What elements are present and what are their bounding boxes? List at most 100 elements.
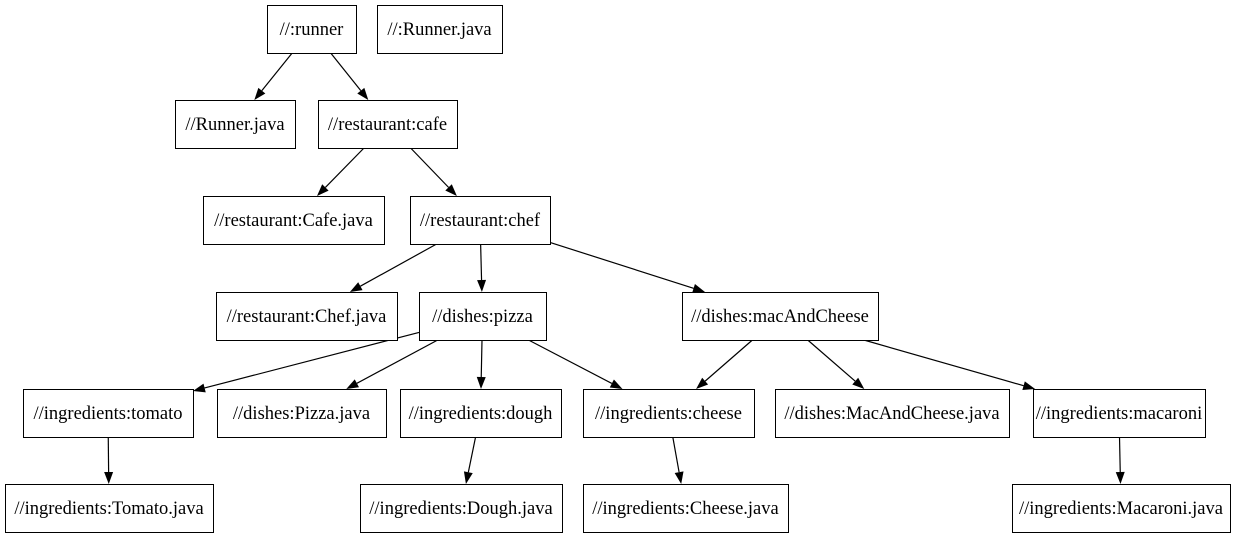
graph-node-pizza-java: //dishes:Pizza.java	[217, 389, 387, 438]
node-box	[203, 196, 385, 245]
node-box	[217, 389, 387, 438]
node-label: //:Runner.java	[387, 20, 491, 40]
graph-node-pizza: //dishes:pizza	[419, 292, 547, 341]
graph-node-macaroni: //ingredients:macaroni	[1033, 389, 1206, 438]
graph-node-cheese: //ingredients:cheese	[583, 389, 755, 438]
graph-node-mac-and-cheese-java: //dishes:MacAndCheese.java	[775, 389, 1010, 438]
edge-line	[704, 339, 753, 382]
graph-edge-pizza-to-tomato	[193, 331, 420, 393]
edge-arrowhead-icon	[1022, 381, 1036, 391]
edge-line	[480, 339, 483, 378]
graph-node-dough-java: //ingredients:Dough.java	[360, 484, 563, 533]
node-box	[583, 389, 755, 438]
node-label: //ingredients:dough	[409, 404, 553, 424]
edge-line	[204, 331, 420, 389]
edge-arrowhead-icon	[692, 284, 705, 293]
edge-line	[1118, 436, 1121, 473]
graph-edge-cafe-to-chef	[410, 147, 457, 196]
node-box	[5, 484, 214, 533]
node-box	[318, 100, 458, 149]
edge-arrowhead-icon	[346, 379, 359, 389]
node-label: //:runner	[280, 20, 344, 40]
graph-edge-pizza-to-dough	[476, 339, 486, 389]
node-label: //Runner.java	[185, 115, 284, 135]
graph-edge-mac-and-cheese-to-mac-and-cheese-java	[807, 339, 865, 389]
graph-node-mac-and-cheese: //dishes:macAndCheese	[682, 292, 879, 341]
edge-line	[360, 243, 437, 287]
node-box	[175, 100, 296, 149]
edge-arrowhead-icon	[445, 184, 457, 196]
edge-arrowhead-icon	[477, 279, 487, 292]
graph-node-dough: //ingredients:dough	[400, 389, 562, 438]
graph-node-runner-java: //Runner.java	[175, 100, 296, 149]
edge-line	[261, 52, 293, 92]
node-label: //ingredients:Macaroni.java	[1019, 499, 1223, 519]
edge-line	[324, 147, 365, 188]
node-box	[216, 292, 398, 341]
node-label: //ingredients:macaroni	[1036, 404, 1202, 424]
edge-arrowhead-icon	[317, 184, 329, 196]
node-label: //ingredients:cheese	[595, 404, 742, 424]
node-label: //restaurant:cafe	[328, 115, 447, 135]
graph-edge-cheese-to-cheese-java	[672, 436, 684, 484]
graph-edge-dough-to-dough-java	[463, 436, 477, 484]
node-box	[682, 292, 879, 341]
edge-arrowhead-icon	[852, 377, 865, 389]
edge-arrowhead-icon	[463, 471, 473, 484]
graph-edge-chef-to-pizza	[477, 243, 487, 292]
node-box	[23, 389, 194, 438]
graph-node-cafe: //restaurant:cafe	[318, 100, 458, 149]
edge-line	[410, 147, 449, 188]
graph-node-macaroni-java: //ingredients:Macaroni.java	[1012, 484, 1231, 533]
edge-arrowhead-icon	[609, 379, 623, 389]
edge-arrowhead-icon	[674, 471, 684, 484]
node-box	[360, 484, 563, 533]
node-label: //dishes:macAndCheese	[691, 307, 869, 327]
node-label: //ingredients:Dough.java	[369, 499, 552, 519]
graph-edge-chef-to-mac-and-cheese	[549, 241, 705, 293]
graph-node-runner: //:runner	[267, 5, 357, 54]
edge-line	[672, 436, 680, 473]
node-layer: //:runner //:Runner.java //Runner.java //re…	[5, 5, 1231, 533]
node-box	[1033, 389, 1206, 438]
node-box	[419, 292, 547, 341]
node-label: //dishes:MacAndCheese.java	[784, 404, 999, 424]
edge-line	[356, 339, 438, 384]
node-label: //restaurant:Chef.java	[227, 307, 387, 327]
node-box	[377, 5, 503, 54]
graph-node-chef: //restaurant:chef	[410, 196, 551, 245]
edge-line	[549, 241, 694, 289]
edge-line	[480, 243, 483, 281]
edge-line	[467, 436, 477, 473]
edge-line	[863, 339, 1024, 387]
edge-layer	[104, 52, 1125, 484]
graph-edge-mac-and-cheese-to-cheese	[696, 339, 753, 389]
node-label: //dishes:pizza	[432, 307, 533, 327]
graph-node-tomato: //ingredients:tomato	[23, 389, 194, 438]
node-box	[267, 5, 357, 54]
graph-node-tomato-java: //ingredients:Tomato.java	[5, 484, 214, 533]
node-box	[775, 389, 1010, 438]
node-box	[1012, 484, 1231, 533]
node-box	[400, 389, 562, 438]
edge-arrowhead-icon	[349, 282, 363, 292]
node-label: //ingredients:Tomato.java	[14, 499, 203, 519]
graph-edge-pizza-to-pizza-java	[346, 339, 438, 389]
graph-edge-pizza-to-cheese	[528, 339, 623, 389]
graph-node-chef-java: //restaurant:Chef.java	[216, 292, 398, 341]
edge-arrowhead-icon	[254, 87, 266, 100]
edge-arrowhead-icon	[193, 383, 206, 393]
graph-edge-chef-to-chef-java	[349, 243, 437, 292]
graph-edge-tomato-to-tomato-java	[104, 436, 114, 484]
graph-edge-cafe-to-cafe-java	[317, 147, 365, 196]
graph-edge-runner-to-runner-java	[254, 52, 293, 100]
graph-edge-runner-to-cafe	[330, 52, 369, 100]
edge-arrowhead-icon	[104, 471, 114, 484]
node-label: //restaurant:Cafe.java	[214, 211, 373, 231]
edge-arrowhead-icon	[476, 376, 486, 389]
graph-node-runner-java-isolated: //:Runner.java	[377, 5, 503, 54]
node-box	[583, 484, 789, 533]
node-label: //ingredients:Cheese.java	[592, 499, 778, 519]
